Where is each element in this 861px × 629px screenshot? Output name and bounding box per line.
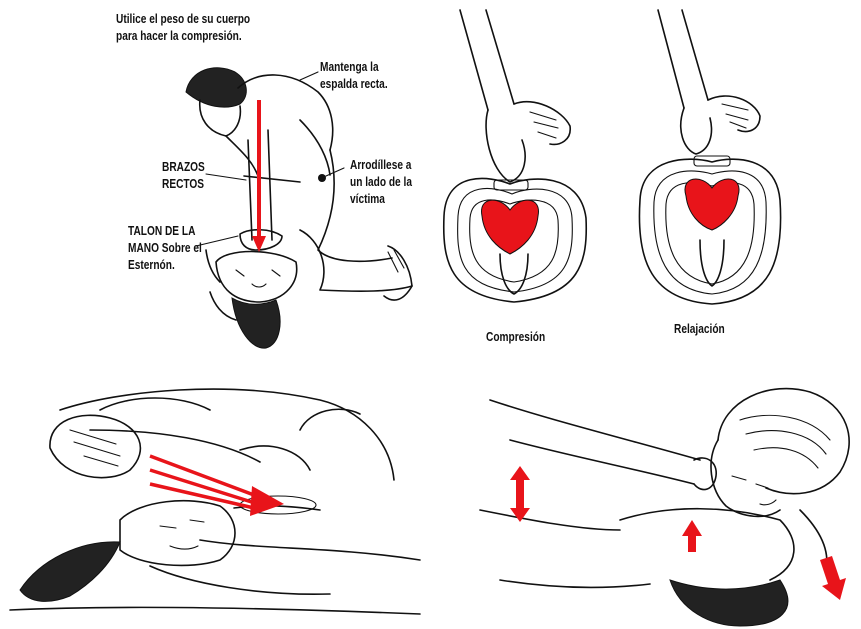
knee-marker <box>318 174 326 182</box>
compress-hand <box>514 102 570 145</box>
heart-compressed <box>482 200 539 254</box>
label-relaxation: Relajación <box>674 320 725 337</box>
label-use-weight: Utilice el peso de su cuerpo para hacer … <box>116 10 250 44</box>
rescuer-hair <box>186 68 246 107</box>
rescue-breathing-panel <box>470 380 861 629</box>
rescue-breathing-illustration <box>470 380 861 629</box>
rescuer-face <box>711 440 780 516</box>
relaxation-torso <box>639 159 780 304</box>
chest-compression-illustration <box>0 370 430 629</box>
rescuer-hand <box>694 458 716 490</box>
rescuer-back <box>238 75 333 150</box>
rescuer-arm <box>60 389 394 480</box>
rescuer-fist <box>50 415 140 477</box>
relax-hand <box>708 96 760 131</box>
label-heel-of-hand: TALON DE LA MANO Sobre el Esternón. <box>128 222 202 273</box>
victim-hair <box>232 298 280 348</box>
victim-hair <box>670 580 788 626</box>
up-down-arrow-icon <box>510 466 530 522</box>
label-compression: Compresión <box>486 328 545 345</box>
heart-relaxed <box>685 179 739 230</box>
force-arrow-icon <box>250 486 284 516</box>
label-kneel: Arrodíllese a un lado de la víctima <box>350 156 412 207</box>
cpr-posture-panel: Utilice el peso de su cuerpo para hacer … <box>0 0 430 360</box>
thorax-crosssection-illustration <box>430 0 861 360</box>
victim-head <box>216 252 297 303</box>
label-keep-back: Mantenga la espalda recta. <box>320 58 388 92</box>
down-arrow-icon <box>820 556 846 600</box>
victim-face <box>120 501 235 566</box>
up-arrow-icon <box>682 520 702 552</box>
rescuer-foot <box>384 246 412 300</box>
label-straight-arms: BRAZOS RECTOS <box>162 158 205 192</box>
victim-hair <box>20 542 120 602</box>
victim-head <box>620 509 794 580</box>
thorax-crosssection-panel: Compresión Relajación <box>430 0 861 360</box>
chest-compression-panel <box>0 370 430 629</box>
